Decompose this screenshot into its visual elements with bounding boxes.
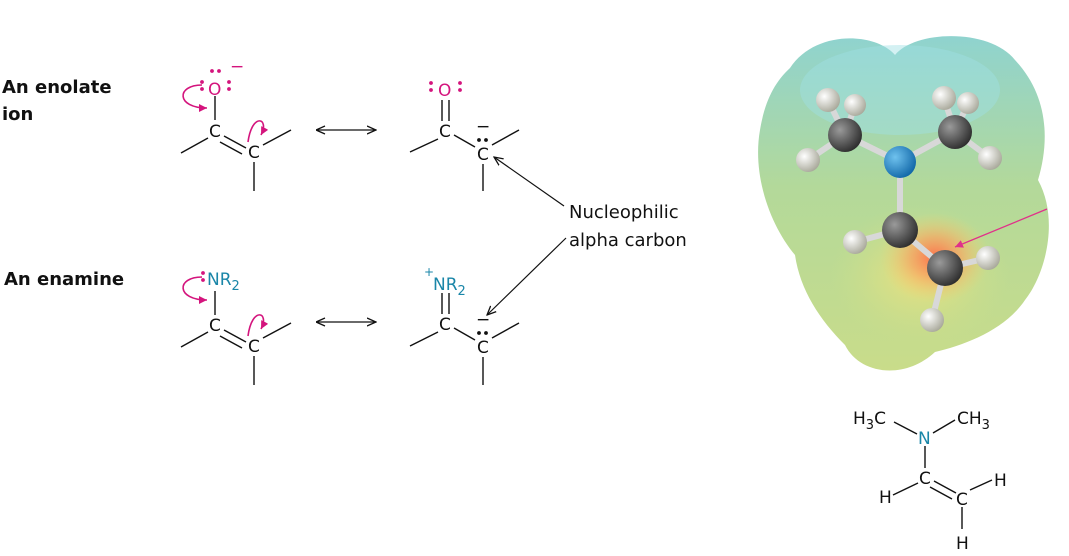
map-pointer-arrow — [954, 208, 1048, 248]
enolate-carbon-carbonyl: C — [209, 122, 221, 142]
enolate2-oxygen-lone-pairs — [429, 81, 462, 92]
enamine-label: An enamine — [4, 269, 124, 290]
dimethylvinylamine-structure — [892, 419, 993, 529]
enamine-structure-left — [180, 291, 292, 385]
enolate-oxygen-lone-pairs — [200, 69, 231, 91]
enolate-curved-arrow-1 — [182, 84, 208, 112]
enolate2-negative-charge: − — [476, 117, 490, 137]
vinyl-carbon-1: C — [919, 469, 931, 489]
enolate2-carbon-alpha: C — [477, 145, 489, 165]
hydrogen-bottom: H — [956, 534, 969, 554]
enamine-nr-group: NR2 — [207, 270, 240, 294]
enamine2-carbanion-lone-pair — [477, 331, 488, 335]
nucleophilic-label-line1: Nucleophilic — [569, 202, 679, 223]
pointer-to-enamine-alpha — [487, 237, 567, 315]
enamine2-positive-charge: + — [424, 265, 434, 279]
enolate2-carbanion-lone-pair — [477, 138, 488, 142]
pointer-to-enolate-alpha — [494, 157, 565, 207]
enamine-carbon-1: C — [209, 316, 221, 336]
enolate-curved-arrow-2 — [247, 120, 269, 143]
enamine2-carbon-1: C — [439, 315, 451, 335]
enamine-structure-right — [409, 293, 520, 385]
enamine-curved-arrow-1 — [182, 276, 208, 304]
amine-nitrogen: N — [918, 429, 931, 449]
enolate-structure-left — [180, 96, 292, 191]
enolate2-carbon-carbonyl: C — [439, 122, 451, 142]
enolate-structure-right — [409, 100, 520, 191]
vinyl-carbon-2: C — [956, 490, 968, 510]
enamine-nitrogen-lone-pair — [201, 271, 205, 282]
ball-and-stick-model — [796, 86, 1002, 332]
enolate-carbon-alpha: C — [248, 143, 260, 163]
hydrogen-left: H — [879, 488, 892, 508]
enolate-oxygen: O — [208, 80, 221, 100]
enamine-carbon-alpha: C — [248, 337, 260, 357]
enolate-label-line1: An enolate — [2, 77, 112, 98]
methyl-right: CH3 — [957, 409, 990, 433]
enamine-curved-arrow-2 — [247, 314, 269, 337]
enamine2-negative-charge: − — [476, 310, 490, 330]
hydrogen-right: H — [994, 471, 1007, 491]
nucleophilic-label-line2: alpha carbon — [569, 230, 687, 251]
enamine2-carbon-alpha: C — [477, 338, 489, 358]
methyl-left: H3C — [853, 409, 886, 433]
enolate-label-line2: ion — [2, 104, 33, 125]
enolate2-oxygen: O — [438, 81, 451, 101]
electrostatic-potential-map — [758, 36, 1049, 371]
enamine2-nr-group: NR2 — [433, 275, 466, 299]
enolate-negative-charge: − — [230, 57, 244, 77]
